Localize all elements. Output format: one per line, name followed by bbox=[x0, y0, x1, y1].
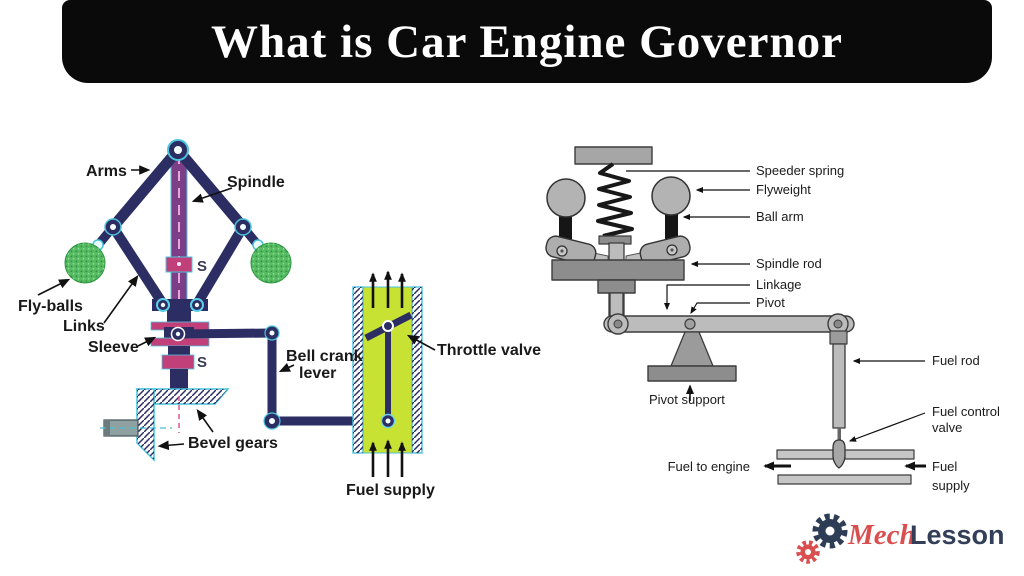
label-s-upper: S bbox=[197, 258, 207, 275]
flyweight-right bbox=[651, 176, 691, 216]
mechlesson-logo: Mech Lesson bbox=[796, 513, 1005, 564]
label-fuel-to-engine: Fuel to engine bbox=[668, 459, 750, 474]
label-spindle: Spindle bbox=[227, 174, 285, 191]
fly-ball-left bbox=[64, 242, 106, 284]
page-title: What is Car Engine Governor bbox=[211, 15, 843, 68]
flow-arrows-bottom bbox=[369, 439, 406, 477]
fuel-rod bbox=[829, 330, 848, 442]
spindle-rod-body bbox=[551, 259, 685, 320]
fuel-passage-lower bbox=[777, 474, 912, 485]
label-spindle-rod: Spindle rod bbox=[756, 256, 822, 271]
label-arms: Arms bbox=[86, 163, 127, 180]
label-throttle-valve: Throttle valve bbox=[437, 342, 541, 359]
label-linkage: Linkage bbox=[756, 277, 802, 292]
left-diagram-centrifugal-governor: Arms Spindle Fly-balls Links Sleeve S S … bbox=[18, 139, 541, 499]
label-bevel-gears: Bevel gears bbox=[188, 435, 278, 452]
label-s-lower: S bbox=[197, 354, 207, 371]
title-banner: What is Car Engine Governor bbox=[62, 0, 992, 83]
top-cap bbox=[574, 146, 653, 165]
label-fuel-supply-2: supply bbox=[932, 478, 970, 493]
right-diagram-mechanical-governor: Speeder spring Flyweight Ball arm Spindl… bbox=[545, 146, 1000, 493]
link-junction bbox=[152, 298, 208, 322]
label-fuel-control-valve-1: Fuel control bbox=[932, 404, 1000, 419]
label-fly-balls: Fly-balls bbox=[18, 298, 83, 315]
drive-shaft bbox=[100, 419, 172, 437]
fuel-control-valve bbox=[832, 439, 846, 469]
label-flyweight: Flyweight bbox=[756, 182, 811, 197]
gear-large-icon bbox=[812, 513, 848, 549]
label-fuel-control-valve-2: valve bbox=[932, 420, 962, 435]
bevel-gears bbox=[135, 388, 230, 462]
label-fuel-rod: Fuel rod bbox=[932, 353, 980, 368]
label-ball-arm: Ball arm bbox=[756, 209, 804, 224]
label-sleeve: Sleeve bbox=[88, 339, 139, 356]
throttle-valve bbox=[364, 311, 413, 429]
label-speeder-spring: Speeder spring bbox=[756, 163, 844, 178]
label-fuel-supply-left: Fuel supply bbox=[346, 482, 435, 499]
elbow-joint-right bbox=[234, 218, 252, 236]
right-diagram-labels: Speeder spring Flyweight Ball arm Spindl… bbox=[626, 163, 1000, 493]
label-pivot: Pivot bbox=[756, 295, 785, 310]
linkage-bar bbox=[603, 313, 855, 335]
elbow-joint-left bbox=[104, 218, 122, 236]
fuel-pipe bbox=[352, 286, 423, 454]
label-fuel-supply-1: Fuel bbox=[932, 459, 957, 474]
left-diagram-labels: Arms Spindle Fly-balls Links Sleeve S S … bbox=[18, 163, 541, 499]
logo-text-mech: Mech bbox=[847, 519, 916, 551]
label-bell-crank-2: lever bbox=[299, 365, 336, 382]
governor-links bbox=[108, 224, 248, 307]
label-links: Links bbox=[63, 318, 105, 335]
linkage-pivot bbox=[684, 318, 696, 330]
fly-ball-right bbox=[250, 242, 292, 284]
flow-arrows-top bbox=[369, 270, 406, 308]
label-bell-crank-1: Bell crank bbox=[286, 348, 363, 365]
flyweight-left bbox=[546, 178, 586, 218]
gear-small-icon bbox=[796, 540, 820, 564]
pivot-support bbox=[647, 331, 737, 382]
speeder-spring bbox=[596, 162, 634, 238]
top-pivot-joint bbox=[167, 139, 189, 161]
logo-text-lesson: Lesson bbox=[910, 520, 1005, 550]
label-pivot-support: Pivot support bbox=[649, 392, 725, 407]
